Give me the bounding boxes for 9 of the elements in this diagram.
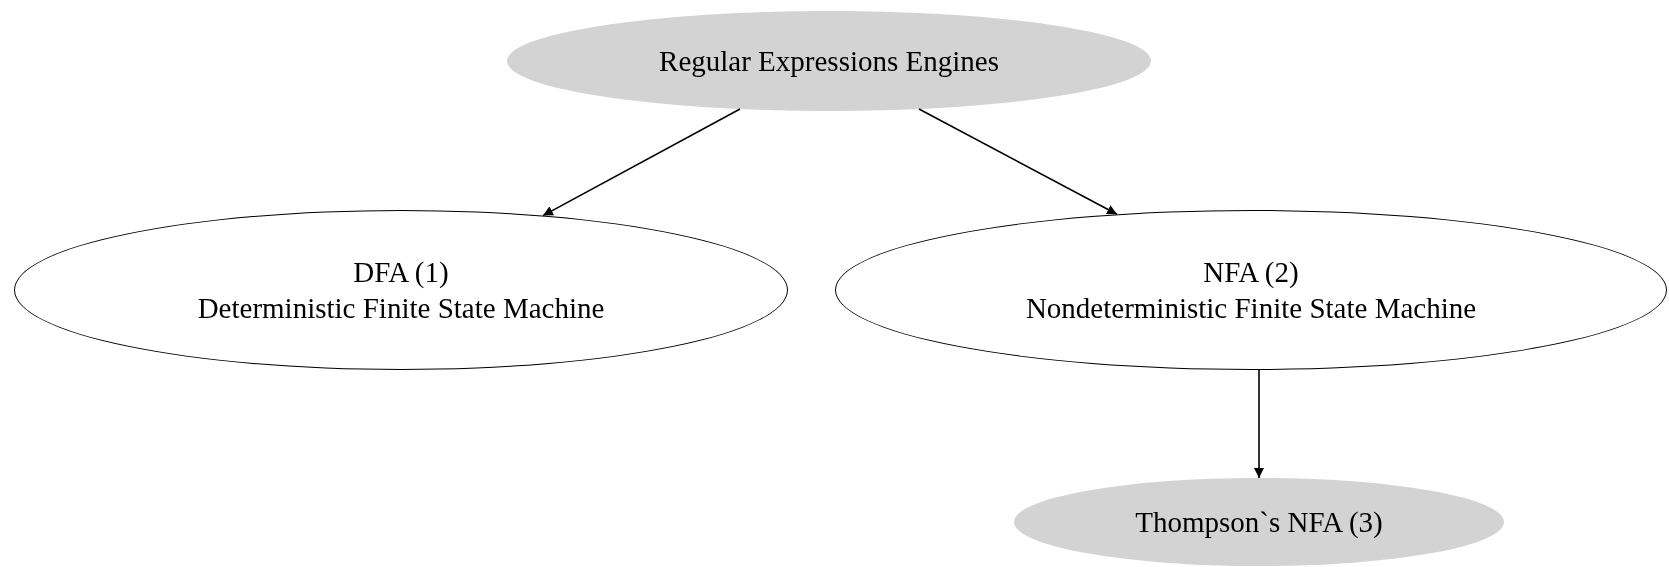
node-label: NFA (2) [1203,254,1299,290]
node-label: Nondeterministic Finite State Machine [1025,291,1477,326]
node-label: Thompson`s NFA (3) [1135,504,1383,540]
node-label: DFA (1) [353,254,449,290]
arrow [918,108,1118,216]
node-label: Deterministic Finite State Machine [197,291,605,326]
arrow [1254,369,1264,479]
arrow [542,108,741,217]
node-label: Regular Expressions Engines [659,43,999,79]
